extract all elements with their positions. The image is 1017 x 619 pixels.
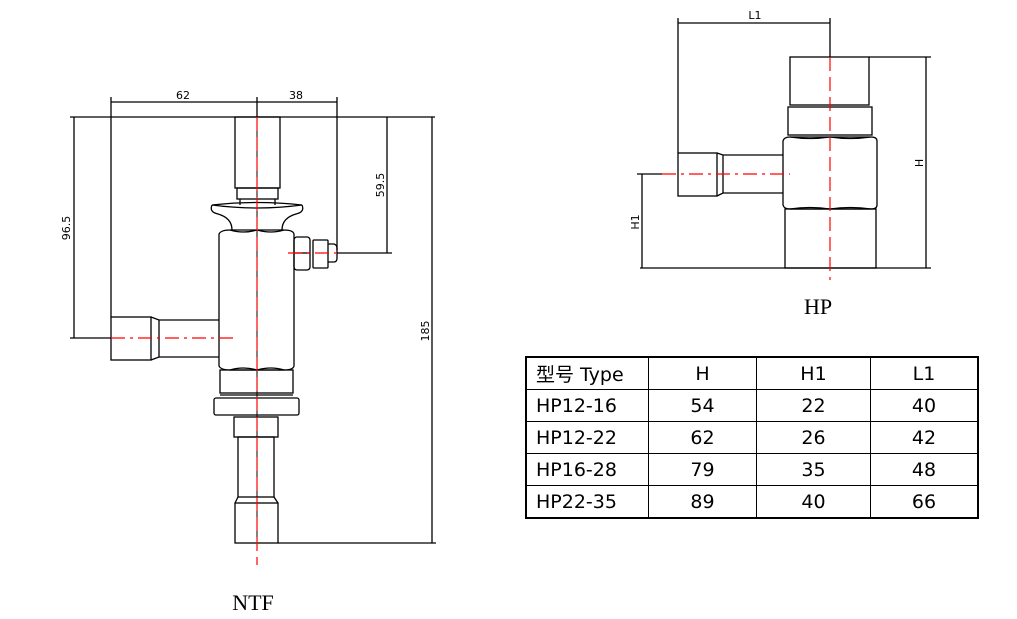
table-row: HP12-22 62 26 42	[525, 421, 979, 454]
dim-38: 38	[289, 89, 303, 102]
cell-l1: 40	[870, 389, 979, 422]
dimension-table: 型号 Type H H1 L1 HP12-16 54 22 40 HP12-22…	[525, 356, 979, 519]
table-row: HP12-16 54 22 40	[525, 389, 979, 422]
table-row: HP22-35 89 40 66	[525, 485, 979, 519]
table-row: HP16-28 79 35 48	[525, 453, 979, 486]
ntf-drawing	[70, 97, 436, 565]
cell-type: HP12-16	[525, 389, 649, 422]
hp-drawing	[637, 18, 931, 280]
cell-h: 54	[648, 389, 757, 422]
cell-h: 89	[648, 485, 757, 519]
table-header-row: 型号 Type H H1 L1	[525, 356, 979, 390]
dim-h: H	[913, 159, 926, 167]
dim-h1: H1	[629, 214, 642, 229]
cell-h1: 26	[756, 421, 871, 454]
header-l1: L1	[870, 356, 979, 390]
cell-l1: 48	[870, 453, 979, 486]
ntf-title: NTF	[232, 590, 274, 615]
header-h1: H1	[756, 356, 871, 390]
cell-h1: 22	[756, 389, 871, 422]
cell-h1: 35	[756, 453, 871, 486]
dim-62: 62	[176, 89, 190, 102]
ntf-centerlines	[111, 117, 337, 565]
cell-l1: 42	[870, 421, 979, 454]
dim-59-5: 59.5	[374, 173, 387, 198]
cell-type: HP22-35	[525, 485, 649, 519]
header-type: 型号 Type	[525, 356, 649, 390]
dim-96-5: 96.5	[60, 216, 73, 241]
cell-type: HP16-28	[525, 453, 649, 486]
cell-l1: 66	[870, 485, 979, 519]
cell-type: HP12-22	[525, 421, 649, 454]
dim-l1: L1	[748, 9, 761, 22]
cell-h: 79	[648, 453, 757, 486]
hp-centerlines	[662, 57, 831, 280]
cell-h: 62	[648, 421, 757, 454]
cell-h1: 40	[756, 485, 871, 519]
dim-185: 185	[419, 321, 432, 342]
header-h: H	[648, 356, 757, 390]
hp-title: HP	[804, 294, 832, 319]
